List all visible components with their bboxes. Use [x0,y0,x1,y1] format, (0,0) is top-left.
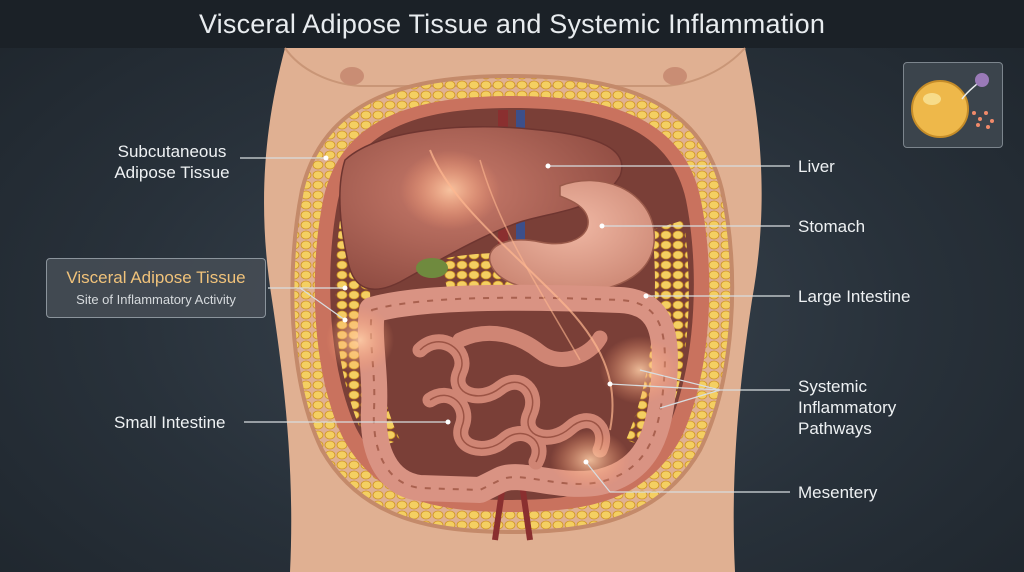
label-visceral-subtitle: Site of Inflammatory Activity [76,292,236,307]
label-mesentery: Mesentery [798,483,878,502]
label-small-intestine: Small Intestine [114,413,226,432]
title-bar: Visceral Adipose Tissue and Systemic Inf… [0,0,1024,48]
label-large-intestine: Large Intestine [798,287,911,306]
label-systemic-pathways: Systemic Inflammatory Pathways [798,377,897,438]
page-title: Visceral Adipose Tissue and Systemic Inf… [198,8,826,39]
label-liver: Liver [798,157,835,176]
label-subcutaneous-adipose: Subcutaneous Adipose Tissue [114,142,230,182]
adipocyte-inset [903,62,1003,148]
stomach [488,179,655,293]
visceral-adipose-callout: Visceral Adipose Tissue Site of Inflamma… [46,258,266,318]
adipocyte-releasing-cytokines-icon [911,73,994,138]
label-stomach: Stomach [798,217,866,236]
label-visceral-adipose: Visceral Adipose Tissue [66,268,246,287]
